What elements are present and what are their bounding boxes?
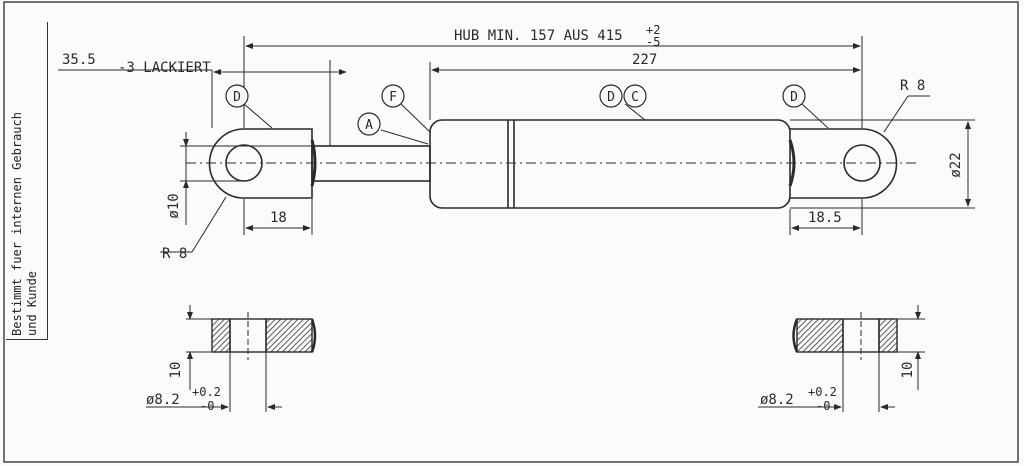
left-eye-length: 18	[270, 210, 287, 226]
callout-f	[381, 84, 405, 108]
right-hole-tol-minus: -0	[816, 399, 830, 413]
callout-d-mid	[599, 84, 623, 108]
left-radius: R 8	[162, 246, 187, 262]
left-offset-dimension: 35.5	[62, 52, 96, 68]
right-eye-length: 18.5	[808, 210, 842, 226]
cylinder-body	[429, 119, 791, 209]
left-eye-outline	[208, 128, 313, 199]
callout-d-right	[782, 84, 806, 108]
callout-a-label: A	[365, 118, 373, 133]
right-eye-hole	[843, 144, 881, 182]
callout-d-mid-label: D	[607, 90, 615, 105]
body-diameter: ø22	[948, 152, 964, 177]
right-hole-tol-plus: +0.2	[808, 385, 837, 399]
left-section-height: 10	[168, 362, 184, 379]
callout-c	[623, 84, 647, 108]
frame-border	[3, 1, 1019, 463]
left-eye-weld	[310, 139, 317, 187]
internal-use-note-box: Bestimmt fuer internen Gebrauch und Kund…	[6, 22, 48, 340]
dimension-lines	[58, 36, 975, 253]
left-eye-diameter: ø10	[166, 193, 182, 218]
stroke-tol-minus: -5	[646, 35, 660, 49]
right-section-height: 10	[900, 362, 916, 379]
callout-bubbles	[225, 84, 806, 136]
right-section-hatch-b	[878, 318, 898, 353]
left-hole-tol-minus: -0	[200, 399, 214, 413]
callout-d-left	[225, 84, 249, 108]
right-section-hatch-a	[796, 318, 844, 353]
body-length-dimension: 227	[632, 52, 657, 68]
stroke-dimension: HUB MIN. 157 AUS 415	[454, 28, 623, 44]
right-hole-diameter: ø8.2	[760, 392, 794, 408]
callout-d-right-label: D	[790, 90, 798, 105]
paint-note: -3 LACKIERT	[118, 60, 211, 76]
stroke-tol-plus: +2	[646, 23, 660, 37]
callout-f-label: F	[389, 90, 397, 105]
left-hole-diameter: ø8.2	[146, 392, 180, 408]
left-hole-tol-plus: +0.2	[192, 385, 221, 399]
left-section-view	[146, 305, 317, 412]
left-section-hatch-a	[211, 318, 231, 353]
right-radius: R 8	[900, 78, 925, 94]
right-section-view	[758, 305, 925, 412]
right-eye-weld	[788, 139, 796, 187]
left-section-hatch-b	[265, 318, 313, 353]
right-eye-outline	[790, 128, 898, 199]
callout-d-left-label: D	[233, 90, 241, 105]
gas-spring-side-view	[186, 119, 920, 209]
callout-a	[357, 112, 381, 136]
callout-leaders	[243, 103, 829, 145]
callout-c-label: C	[631, 90, 639, 105]
